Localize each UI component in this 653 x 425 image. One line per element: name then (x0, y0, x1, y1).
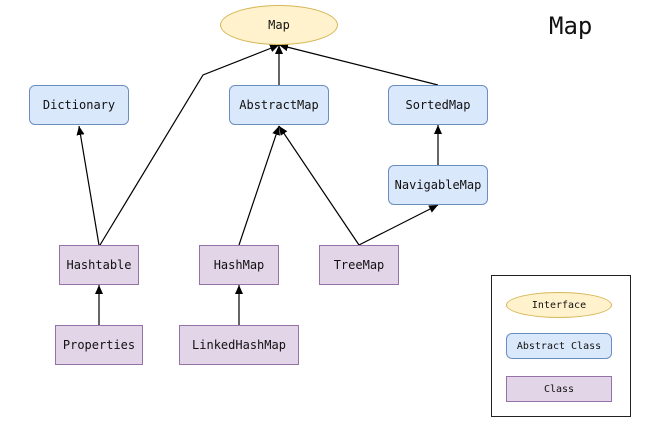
node-hashtable[interactable]: Hashtable (59, 245, 139, 285)
node-treemap[interactable]: TreeMap (319, 245, 399, 285)
legend-box: Interface Abstract Class Class (491, 275, 631, 417)
legend-class: Class (506, 376, 612, 402)
edge-hashmap-to-abstractmap (238, 125, 280, 246)
node-hashmap[interactable]: HashMap (199, 245, 279, 285)
node-dictionary[interactable]: Dictionary (29, 85, 129, 125)
node-properties[interactable]: Properties (55, 325, 143, 365)
node-sortedmap[interactable]: SortedMap (388, 85, 488, 125)
node-map[interactable]: Map (220, 5, 338, 45)
edge-sortedmap-to-map (278, 43, 439, 86)
node-linkedhashmap[interactable]: LinkedHashMap (179, 325, 299, 365)
legend-abstract-class: Abstract Class (506, 333, 612, 359)
legend-interface: Interface (506, 292, 612, 318)
node-abstractmap[interactable]: AbstractMap (229, 85, 329, 125)
edge-hashtable-to-dictionary (76, 125, 100, 246)
edge-hashtable-to-map (99, 44, 280, 246)
node-navigablemap[interactable]: NavigableMap (388, 165, 488, 205)
edge-treemap-to-abstractmap (278, 125, 360, 246)
diagram-title: Map (549, 12, 593, 40)
edge-treemap-to-navigablemap (358, 204, 439, 246)
